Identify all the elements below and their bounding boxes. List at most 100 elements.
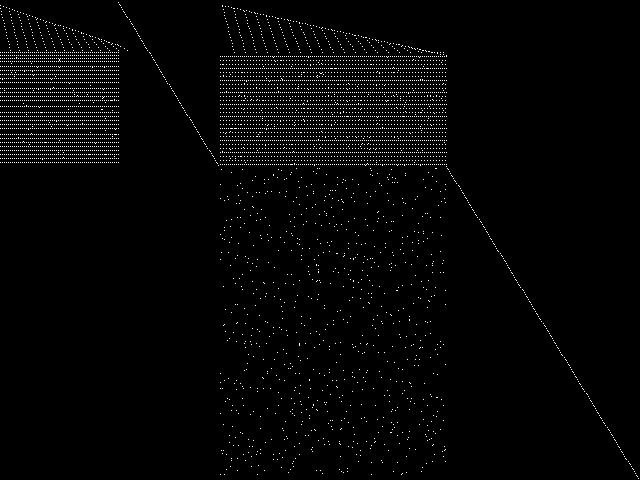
right-speck (414, 162, 415, 163)
right-stripe (230, 164, 231, 165)
right-stripe (325, 112, 326, 113)
right-stripe (226, 108, 227, 109)
right-stripe (370, 156, 371, 157)
left-stripe (80, 78, 81, 79)
right-stripe (349, 88, 350, 89)
right-stripe (298, 76, 299, 77)
left-stripe (2, 100, 3, 101)
right-stripe (336, 128, 337, 129)
right-stripe (402, 140, 403, 141)
left-stripe (58, 88, 59, 89)
right-stripe (358, 88, 359, 89)
left-speck (66, 70, 67, 71)
left-stripe (6, 106, 7, 107)
left-stripe (68, 61, 69, 62)
right-hatch (253, 40, 254, 41)
right-stripe (278, 164, 279, 165)
left-stripe (106, 116, 107, 117)
right-top-edge (375, 39, 376, 40)
left-stripe (56, 120, 57, 121)
right-stripe (306, 128, 307, 129)
right-stripe (265, 132, 266, 133)
left-stripe (16, 138, 17, 139)
left-stripe (82, 88, 83, 89)
left-stripe (100, 142, 101, 143)
right-stripe (400, 80, 401, 81)
left-stripe (0, 78, 1, 79)
right-stripe (356, 104, 357, 105)
right-stripe (444, 128, 445, 129)
right-hatch (321, 28, 322, 29)
right-stripe (355, 72, 356, 73)
right-hatch (401, 46, 402, 47)
right-hatch (365, 37, 366, 38)
right-stripe (415, 136, 416, 137)
left-stripe (62, 88, 63, 89)
right-stripe (268, 156, 269, 157)
right-stripe (259, 160, 260, 161)
right-stripe (244, 56, 245, 57)
right-stripe (396, 68, 397, 69)
right-speck (386, 80, 387, 81)
right-stripe (349, 76, 350, 77)
right-stripe (236, 56, 237, 57)
right-stripe (322, 108, 323, 109)
left-stripe (100, 158, 101, 159)
right-stripe (394, 68, 395, 69)
right-hatch (346, 38, 347, 39)
right-stripe (439, 96, 440, 97)
right-stripe (241, 76, 242, 77)
left-diagonal (147, 50, 148, 51)
right-stripe (298, 88, 299, 89)
left-stripe (82, 146, 83, 147)
left-speck (2, 79, 3, 80)
left-stripe (14, 154, 15, 155)
right-stripe (402, 128, 403, 129)
right-stripe (277, 88, 278, 89)
left-stripe (92, 142, 93, 143)
right-speck (364, 152, 365, 153)
right-stripe (344, 164, 345, 165)
right-stripe (346, 140, 347, 141)
left-stripe (2, 124, 3, 125)
right-stripe (397, 132, 398, 133)
right-stripe (307, 132, 308, 133)
right-stripe (260, 140, 261, 141)
right-stripe (296, 92, 297, 93)
right-stripe (316, 112, 317, 113)
left-stripe (16, 158, 17, 159)
right-stripe (361, 144, 362, 145)
left-stripe (72, 128, 73, 129)
right-hatch (261, 34, 262, 35)
right-stripe (232, 84, 233, 85)
left-stripe (38, 70, 39, 71)
left-stripe (28, 74, 29, 75)
right-speck (266, 129, 267, 130)
right-stripe (373, 148, 374, 149)
left-stripe (44, 162, 45, 163)
left-stripe (18, 100, 19, 101)
left-stripe (48, 92, 49, 93)
left-stripe (56, 92, 57, 93)
right-stripe (392, 104, 393, 105)
right-stripe (334, 100, 335, 101)
left-stripe (96, 55, 97, 56)
right-stripe (358, 120, 359, 121)
left-stripe (90, 55, 91, 56)
right-stripe (235, 160, 236, 161)
right-stripe (412, 164, 413, 165)
right-hatch (291, 29, 292, 30)
left-stripe (22, 82, 23, 83)
left-stripe (78, 158, 79, 159)
left-stripe (72, 154, 73, 155)
right-stripe (300, 116, 301, 117)
left-stripe (76, 55, 77, 56)
right-stripe (316, 144, 317, 145)
right-speck (369, 137, 370, 138)
right-stripe (344, 68, 345, 69)
right-stripe (376, 120, 377, 121)
right-speck (320, 147, 321, 148)
right-stripe (313, 120, 314, 121)
right-stripe (394, 100, 395, 101)
right-stripe (295, 96, 296, 97)
